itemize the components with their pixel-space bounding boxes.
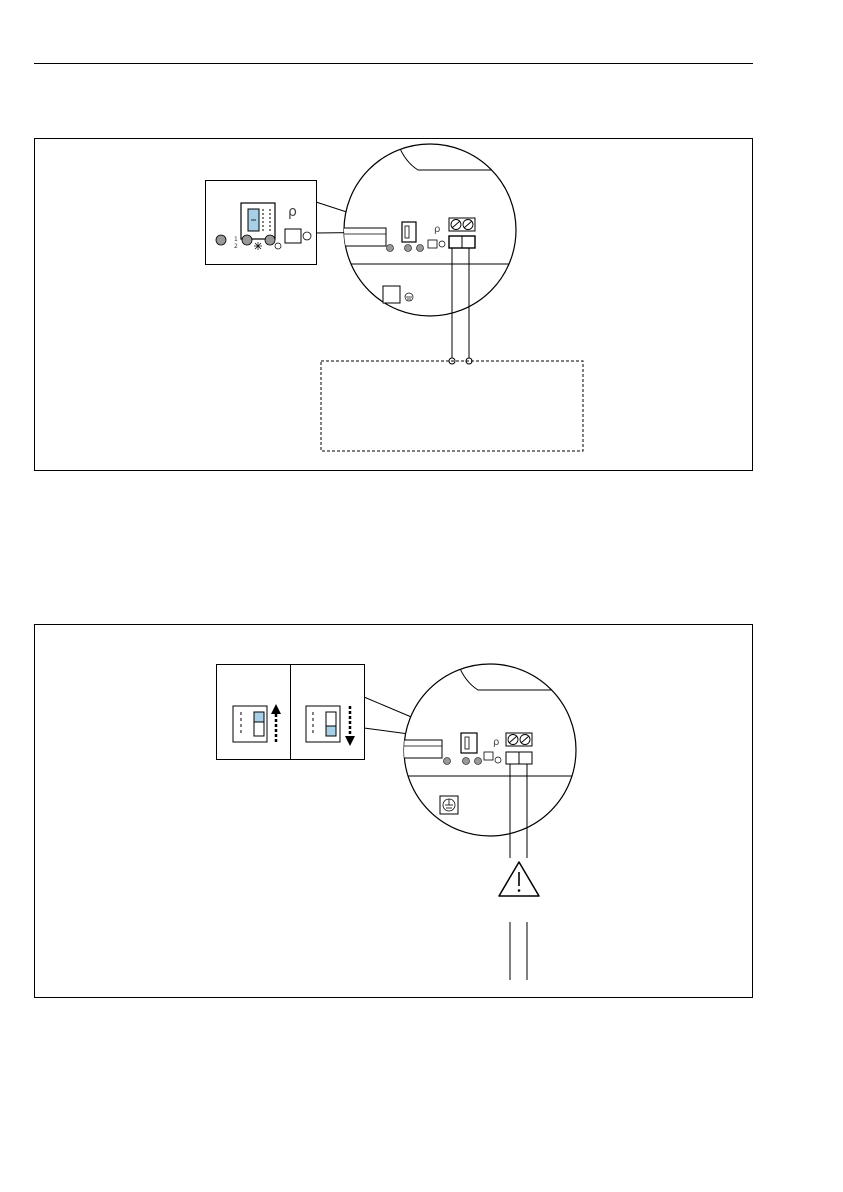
figure-top: ρ 1 2 ρ [35,139,753,471]
dip-switch-down [306,706,340,742]
dip-switch-up [233,706,267,742]
rho-label-bottom: ρ [493,737,499,748]
led-icon-2 [242,235,252,245]
rho-label: ρ [434,224,440,235]
detail-box-bottom [217,665,365,760]
led-icon-3 [265,235,275,245]
ground-terminal [383,286,400,303]
dip-number-2: 2 [234,243,238,250]
detail-box-top: ρ 1 2 [206,181,317,265]
external-device-box [321,361,583,451]
sun-icon [254,242,262,250]
housing-top: ρ [330,144,530,316]
detail-rho-label: ρ [288,204,297,220]
dip-switch-detail [241,203,275,239]
dip-number-1: 1 [234,236,238,243]
led-icon [216,235,226,245]
push-button-detail [285,229,301,243]
warning-icon [499,862,539,896]
housing-bottom: ρ [390,664,590,836]
figure-bottom: ρ [35,625,753,998]
figure-bottom-frame [35,625,753,998]
